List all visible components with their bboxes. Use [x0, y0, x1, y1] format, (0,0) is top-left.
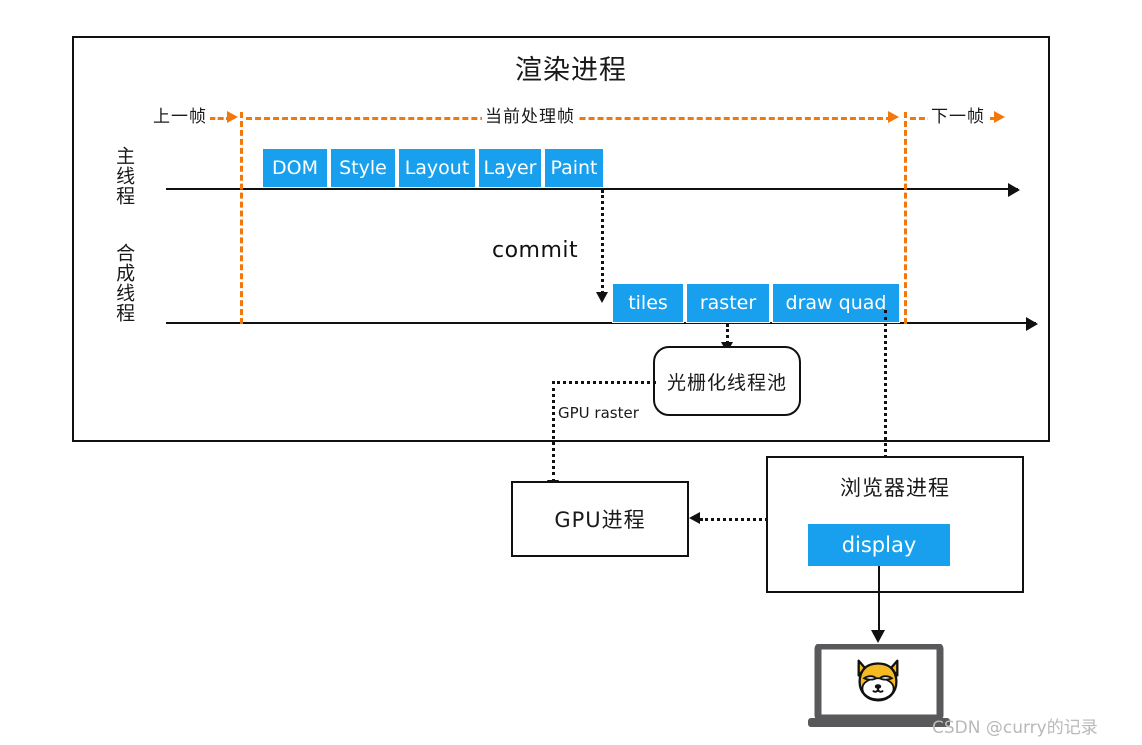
next-frame-label: 下一帧 [928, 102, 988, 127]
stage-layout[interactable]: Layout [398, 148, 476, 188]
browser-to-gpu-line [700, 518, 768, 521]
gpu-process-box: GPU进程 [511, 481, 689, 557]
frame-boundary-right-marker [904, 112, 907, 324]
commit-label: commit [492, 238, 579, 263]
stage-tiles[interactable]: tiles [612, 283, 684, 323]
renderer-process-title: 渲染进程 [515, 55, 627, 86]
watermark-text: CSDN @curry的记录 [932, 718, 1098, 738]
browser-to-gpu-arrow-icon [689, 512, 700, 524]
stage-dom[interactable]: DOM [262, 148, 328, 188]
stage-layer[interactable]: Layer [478, 148, 542, 188]
browser-process-title: 浏览器进程 [840, 476, 950, 500]
rasterization-thread-pool-box: 光栅化线程池 [653, 346, 801, 416]
stage-paint[interactable]: Paint [544, 148, 604, 188]
laptop-icon [808, 644, 950, 727]
gpu-raster-label: GPU raster [556, 404, 641, 422]
compositor-thread-timeline-axis [166, 317, 1038, 331]
shiba-dog-face-icon [857, 659, 899, 702]
renderer-process-frame [72, 36, 1050, 442]
main-thread-label: 主线程 [113, 146, 136, 206]
display-to-device-line [878, 566, 880, 636]
gpu-raster-vertical-line [552, 381, 555, 482]
raster-to-pool-line [726, 324, 729, 344]
draw-quad-to-browser-line [884, 310, 887, 458]
stage-raster[interactable]: raster [686, 283, 770, 323]
current-frame-label: 当前处理帧 [482, 102, 578, 127]
display-to-device-arrow-icon [871, 630, 885, 643]
display-button[interactable]: display [808, 524, 950, 566]
main-thread-timeline-axis [166, 183, 1020, 197]
stage-draw-quad[interactable]: draw quad [772, 283, 900, 323]
commit-arrow-icon [596, 292, 608, 303]
compositor-thread-label: 合成线程 [113, 243, 136, 323]
frame-boundary-left-marker [240, 112, 243, 324]
next-frame-arrow-icon [994, 111, 1005, 123]
commit-connector-line [601, 190, 604, 294]
previous-frame-arrow-icon [227, 111, 238, 123]
gpu-raster-horizontal-line [552, 381, 656, 384]
stage-style[interactable]: Style [330, 148, 396, 188]
current-frame-arrow-icon [888, 111, 899, 123]
previous-frame-label: 上一帧 [150, 102, 210, 127]
